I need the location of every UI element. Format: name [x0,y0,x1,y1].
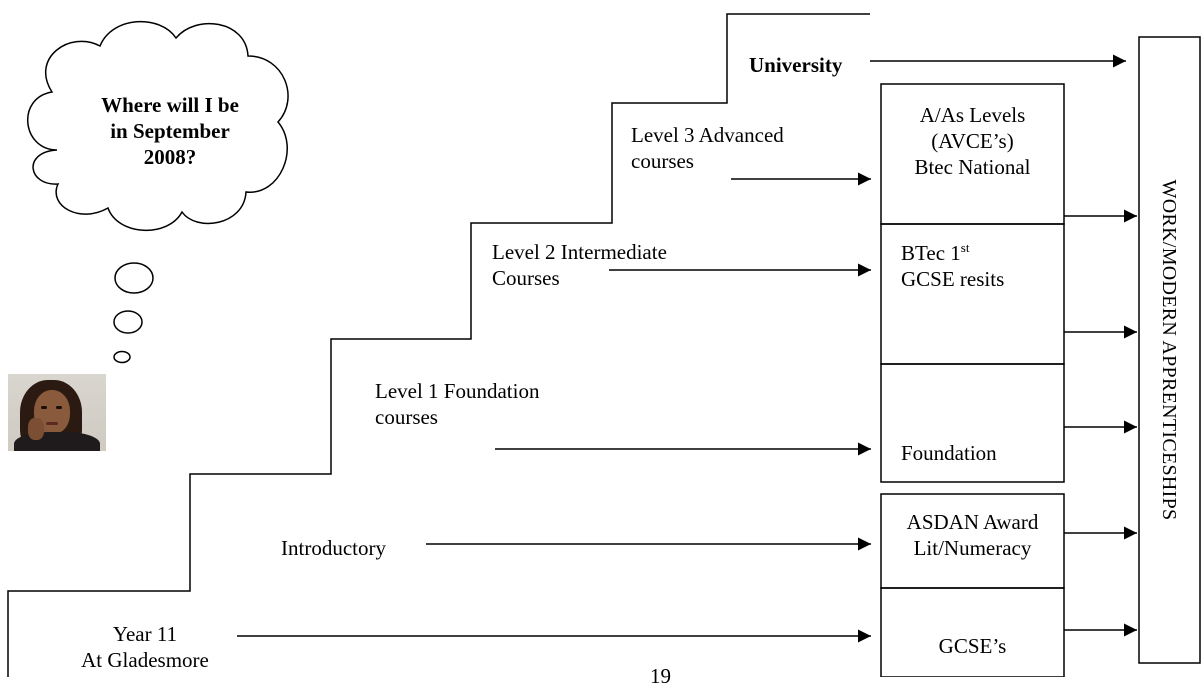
text-btec-line1: BTec 1st [901,240,1004,266]
text-gcse: GCSE’s [938,634,1007,658]
label-year11-line2: At Gladesmore [81,648,209,672]
page-number: 19 [650,664,671,688]
label-level3: Level 3 Advanced courses [631,122,784,174]
text-foundation: Foundation [901,441,997,465]
thought-cloud [27,20,289,232]
text-asdan-line2: Lit/Numeracy [913,536,1032,560]
label-level2-line2: Courses [492,266,560,290]
label-level3-line1: Level 3 Advanced [631,123,784,147]
thought-line-2: in September [110,119,230,143]
thought-line-3: 2008? [143,145,197,169]
box-foundation [880,363,1065,483]
label-level1: Level 1 Foundation courses [375,378,539,430]
label-introductory: Introductory [281,536,386,560]
thought-bubble-small [113,350,131,364]
text-a-levels-line2: (AVCE’s) [931,129,1014,153]
thought-bubble-medium [113,310,143,334]
text-btec-line2: GCSE resits [901,267,1005,291]
thought-bubble-large [114,262,154,294]
text-asdan-line1: ASDAN Award [906,510,1039,534]
label-level2: Level 2 Intermediate Courses [492,239,667,291]
label-level1-line1: Level 1 Foundation [375,379,540,403]
label-level3-line2: courses [631,149,694,173]
box-gcse [880,587,1065,677]
text-work-apprenticeships: WORK/MODERN APPRENTICESHIPS [1158,179,1180,521]
thought-line-1: Where will I be [101,93,239,117]
text-a-levels-line1: A/As Levels [919,103,1026,127]
label-year11-line1: Year 11 [112,622,178,646]
label-year11: Year 11 At Gladesmore [45,621,245,673]
text-btec-main: BTec 1 [901,241,961,265]
text-btec-sup: st [960,240,970,255]
progression-staircase [7,13,870,677]
label-level1-line2: courses [375,405,438,429]
text-a-levels: A/As Levels (AVCE’s) Btec National [881,102,1064,180]
text-asdan: ASDAN Award Lit/Numeracy [881,509,1064,561]
box-work-apprenticeships [1138,36,1201,664]
text-a-levels-line3: Btec National [914,155,1031,179]
text-btec-first: BTec 1st GCSE resits [901,240,1004,292]
label-level2-line1: Level 2 Intermediate [492,240,667,264]
thought-question: Where will I be in September 2008? [70,92,270,170]
student-photo [8,374,106,451]
label-university: University [749,53,843,77]
